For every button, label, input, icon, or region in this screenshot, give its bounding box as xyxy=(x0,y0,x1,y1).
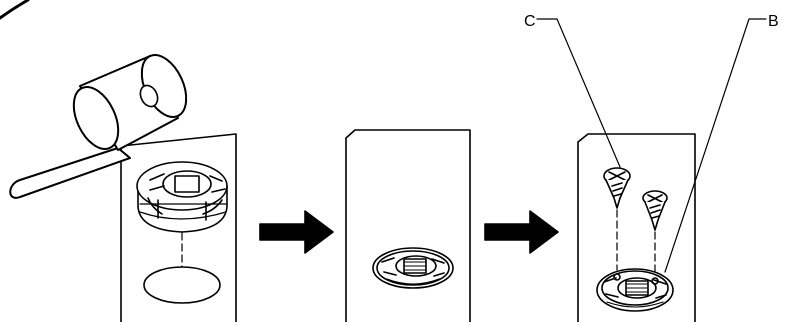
callout-c-label: C xyxy=(524,13,536,30)
cam-fitting-icon xyxy=(136,161,228,233)
panel-1-board xyxy=(120,133,237,322)
panel-3-board xyxy=(577,133,696,322)
arrow-right-icon xyxy=(484,210,559,254)
screw-icon xyxy=(603,167,631,209)
arrow-right-icon xyxy=(259,210,334,254)
cam-fitting-icon xyxy=(372,247,454,289)
panel-1 xyxy=(9,54,237,322)
screw-icon xyxy=(642,190,668,231)
callout-b-leader xyxy=(664,18,767,273)
panel-3: C B xyxy=(524,13,779,322)
callout-c-leader xyxy=(536,18,621,168)
panel-2-board xyxy=(345,129,471,322)
panel-2 xyxy=(345,129,471,322)
callout-b-label: B xyxy=(768,13,779,30)
drill-hole-icon xyxy=(143,266,221,304)
cam-fitting-icon xyxy=(596,268,674,312)
corner-curve xyxy=(0,0,30,20)
hammer-icon xyxy=(9,54,188,199)
